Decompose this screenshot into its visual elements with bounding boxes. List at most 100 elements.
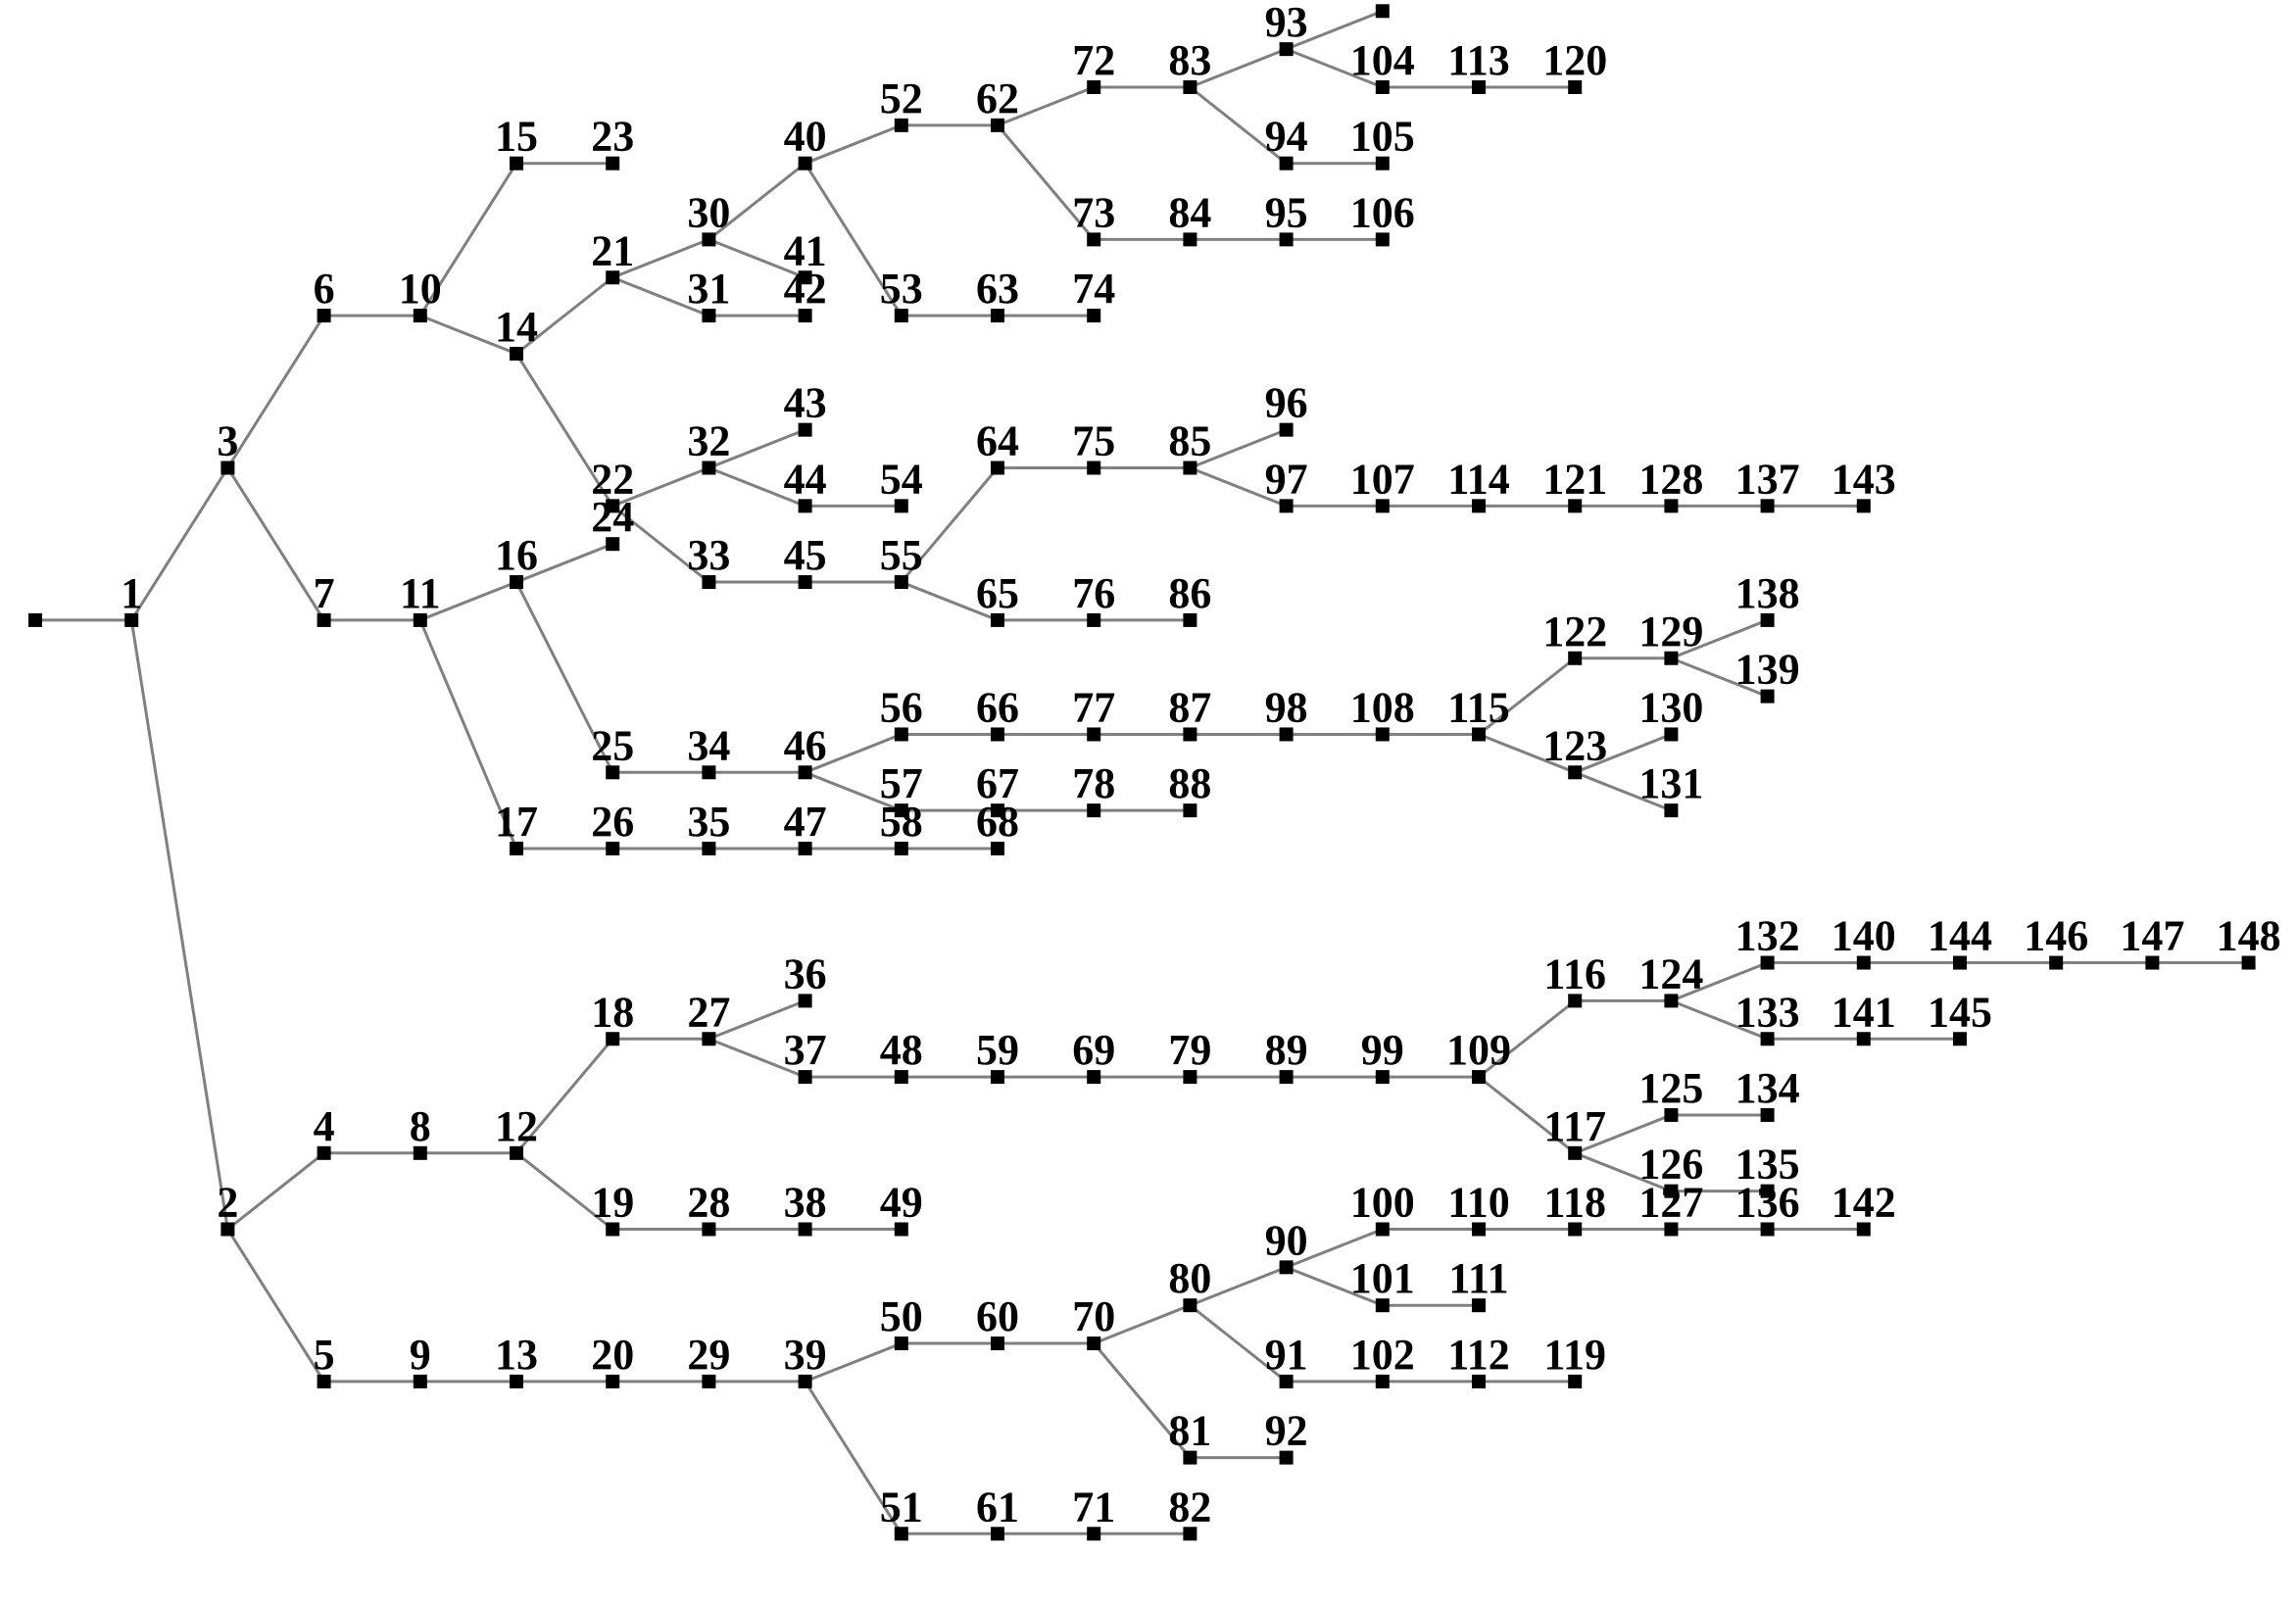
node-label: 42 [784, 265, 827, 313]
node-117: 117 [1543, 1102, 1606, 1160]
node-square [894, 1337, 908, 1351]
node-square [413, 1374, 427, 1388]
node-92: 92 [1265, 1407, 1308, 1465]
node-square [798, 422, 812, 437]
node-label: 136 [1735, 1179, 1800, 1227]
edge-80-91 [1189, 1304, 1288, 1384]
node-label: 40 [784, 113, 827, 161]
node-label: 140 [1832, 912, 1896, 960]
node-label: 14 [495, 303, 538, 351]
node-109: 109 [1446, 1026, 1511, 1085]
node-36: 36 [784, 949, 827, 1008]
node-label: 34 [687, 721, 730, 769]
node-label: 138 [1735, 569, 1800, 617]
node-29: 29 [687, 1331, 730, 1388]
node-label: 67 [976, 759, 1019, 807]
node-square [1568, 1145, 1583, 1160]
node-square [702, 1032, 716, 1046]
node-4: 4 [314, 1102, 335, 1160]
edge-12-18 [514, 1038, 614, 1154]
edge-93-103 [1286, 9, 1384, 51]
node-label: 96 [1265, 379, 1308, 427]
node-square [894, 499, 908, 513]
node-label: 37 [784, 1026, 827, 1074]
edge-16-24 [515, 542, 613, 584]
node-6: 6 [314, 265, 335, 323]
node-140: 140 [1832, 912, 1896, 970]
node-label: 84 [1168, 188, 1211, 236]
node-65: 65 [976, 569, 1019, 627]
edge-22-33 [611, 505, 710, 584]
node-square [702, 765, 716, 780]
node-47: 47 [784, 798, 827, 855]
edge-32-44 [708, 466, 806, 508]
node-129: 129 [1638, 608, 1703, 665]
node-94: 94 [1265, 113, 1308, 170]
node-102: 102 [1350, 1331, 1415, 1388]
edge-46-57 [805, 770, 903, 812]
node-label: 19 [591, 1179, 634, 1227]
node-label: 38 [784, 1179, 827, 1227]
node-label: 89 [1265, 1026, 1308, 1074]
node-label: 107 [1350, 455, 1415, 503]
node-label: 75 [1072, 417, 1115, 465]
node-square [1568, 651, 1583, 665]
node-label: 31 [687, 265, 730, 313]
node-91: 91 [1265, 1331, 1308, 1388]
node-100: 100 [1350, 1179, 1415, 1237]
node-114: 114 [1447, 455, 1510, 513]
node-label: 26 [591, 798, 634, 846]
node-square [1856, 955, 1871, 970]
edge-109-116 [1478, 999, 1577, 1079]
node-square [1087, 727, 1101, 742]
node-63: 63 [976, 265, 1019, 323]
node-square [1183, 1070, 1197, 1085]
node-66: 66 [976, 683, 1019, 742]
node-label: 94 [1265, 113, 1308, 161]
node-square [1472, 1298, 1486, 1313]
node-123: 123 [1542, 721, 1607, 780]
node-99: 99 [1361, 1026, 1404, 1085]
node-square [1279, 727, 1294, 742]
node-square [317, 612, 331, 627]
node-128: 128 [1638, 455, 1703, 513]
node-square [28, 612, 42, 627]
node-label: 101 [1350, 1254, 1415, 1302]
node-3: 3 [217, 417, 238, 475]
node-square [702, 575, 716, 590]
node-label: 47 [784, 798, 827, 846]
node-label: 7 [314, 569, 335, 617]
node-label: 103 [1350, 0, 1415, 8]
node-121: 121 [1542, 455, 1607, 513]
edge-83-93 [1189, 47, 1288, 89]
node-67: 67 [976, 759, 1019, 818]
node-square [1375, 1222, 1390, 1237]
node-95: 95 [1265, 188, 1308, 247]
node-square [1953, 955, 1967, 970]
node-square [1279, 499, 1294, 513]
node-97: 97 [1265, 455, 1308, 513]
node-39: 39 [784, 1331, 827, 1388]
node-9: 9 [410, 1331, 431, 1388]
node-label: 143 [1832, 455, 1896, 503]
node-label: 125 [1638, 1064, 1703, 1112]
node-label: 53 [880, 265, 923, 313]
node-square [894, 842, 908, 855]
node-label: 23 [591, 113, 634, 161]
node-13: 13 [495, 1331, 538, 1388]
node-square [1472, 80, 1486, 94]
node-square [317, 1374, 331, 1388]
node-square [1568, 1222, 1583, 1237]
node-87: 87 [1168, 683, 1211, 742]
node-75: 75 [1072, 417, 1115, 475]
node-square [510, 346, 523, 361]
edge-2-4 [226, 1151, 325, 1231]
node-76: 76 [1072, 569, 1115, 627]
node-root [28, 612, 42, 627]
node-label: 110 [1447, 1179, 1510, 1227]
node-37: 37 [784, 1026, 827, 1085]
edge-83-94 [1189, 85, 1288, 165]
node-label: 137 [1735, 455, 1800, 503]
node-square [1856, 1032, 1871, 1046]
